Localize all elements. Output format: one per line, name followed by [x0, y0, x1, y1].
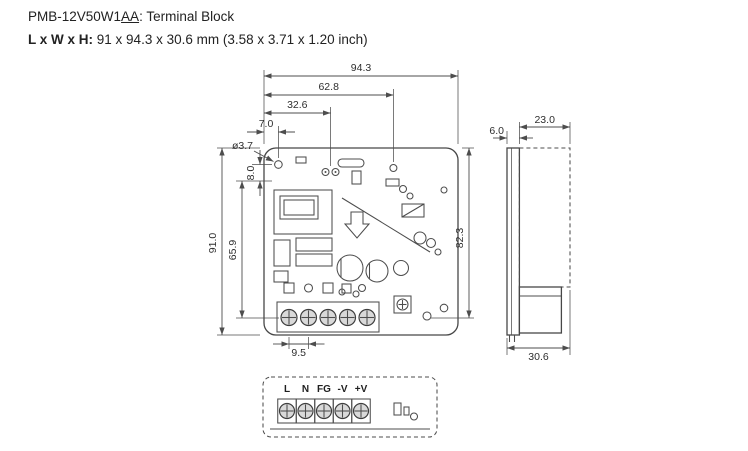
dim-label-23-0: 23.0: [534, 114, 555, 126]
indicator-component: [393, 402, 402, 416]
capacitor-rect: [273, 239, 291, 267]
pad-dot: [324, 171, 327, 173]
terminal-block-body: [276, 301, 380, 333]
component-block: [295, 237, 333, 252]
component-small-rect: [322, 282, 334, 294]
transformer-body: [273, 189, 333, 235]
terminal-screw: [315, 402, 333, 420]
component-rect: [385, 178, 400, 187]
mounting-hole-top-right: [389, 163, 398, 173]
dim-label-82-3: 82.3: [454, 228, 466, 249]
potentiometer-dial: [396, 298, 409, 311]
side-view-dimensions: 6.0 23.0 30.6: [489, 114, 571, 363]
component-pad: [331, 167, 340, 177]
header: PMB-12V50W1AA: Terminal Block L x W x H:…: [28, 9, 368, 47]
hole-diameter-label: ø3.7: [232, 140, 253, 152]
model-number: PMB-12V50W1: [28, 9, 122, 24]
title-suffix: : Terminal Block: [139, 9, 235, 24]
component-round: [398, 184, 408, 194]
side-view: [506, 147, 571, 342]
capacitor-medium: [392, 259, 410, 277]
pad-dot: [334, 171, 337, 173]
terminal-detail-view: L N FG -V +V: [262, 376, 438, 438]
capacitor-large: [336, 254, 364, 282]
terminal-screw: [278, 402, 296, 420]
terminal-screw: [280, 308, 298, 327]
product-title: PMB-12V50W1AA: Terminal Block: [28, 9, 368, 24]
terminal-label-minusV: -V: [338, 384, 348, 395]
component-block: [295, 253, 333, 267]
component-round: [303, 283, 314, 293]
terminal-screw: [297, 402, 314, 420]
vent-slot: [337, 158, 365, 168]
size-label: L x W x H:: [28, 32, 94, 47]
terminal-label-FG: FG: [317, 384, 331, 395]
component-small-rect: [341, 283, 352, 294]
component-round: [357, 283, 367, 293]
jumper-wire: [341, 197, 431, 253]
component-small-block: [273, 270, 289, 283]
component-small-rect: [283, 282, 295, 294]
terminal-housing: [351, 398, 371, 424]
hole-right-edge: [440, 186, 448, 194]
transformer-window: [279, 195, 319, 220]
dim-label-depth: 30.6: [528, 351, 549, 363]
capacitor-large: [365, 259, 389, 283]
indicator-component: [403, 406, 410, 416]
leader-line-hole: [253, 150, 274, 162]
detail-boundary-dashed: [262, 376, 438, 438]
indicator-led: [409, 412, 419, 421]
model-number-underlined: AA: [121, 9, 140, 24]
component-round: [422, 311, 432, 321]
terminal-screw: [299, 308, 318, 327]
dimensions-line: L x W x H: 91 x 94.3 x 30.6 mm (3.58 x 3…: [28, 32, 368, 47]
mounting-hole-top-left: [274, 160, 283, 169]
component-small-rect: [295, 156, 307, 164]
pcb-edge: [506, 147, 521, 336]
label-rect: [401, 203, 425, 218]
front-view: [263, 147, 459, 336]
dim-label-8-0: 8.0: [245, 166, 257, 181]
terminal-block-profile: [518, 286, 563, 334]
component-rect: [351, 170, 362, 185]
dim-label-6-0: 6.0: [489, 125, 504, 137]
airflow-arrow: [343, 211, 371, 239]
component-round: [406, 192, 414, 200]
size-value: 91 x 94.3 x 30.6 mm (3.58 x 3.71 x 1.20 …: [96, 32, 368, 47]
component-envelope-dashed: [518, 147, 571, 288]
terminal-screw: [338, 308, 357, 327]
transformer-window-inner: [283, 199, 315, 216]
front-view-dimensions: 94.3 62.8 32.6 7.0 ø3.7 8.0 65.9 91.0 82…: [207, 62, 474, 359]
dim-label-32-6: 32.6: [287, 99, 308, 111]
label-diagonal: [401, 203, 425, 218]
terminal-label-plusV: +V: [355, 384, 368, 395]
capacitor-small: [434, 248, 442, 256]
capacitor-small: [425, 237, 437, 249]
component-round: [352, 290, 360, 298]
dim-label-62-8: 62.8: [318, 81, 339, 93]
terminal-label-L: L: [284, 384, 290, 395]
component-pad: [321, 167, 330, 177]
potentiometer-body: [393, 295, 412, 314]
terminal-screw: [352, 402, 370, 420]
terminal-label-N: N: [302, 384, 309, 395]
dim-label-height: 91.0: [207, 233, 219, 254]
mounting-hole-bottom-right: [439, 303, 449, 313]
terminal-screw: [319, 308, 337, 327]
capacitor-small: [413, 231, 427, 245]
dim-label-width: 94.3: [351, 62, 372, 74]
dim-label-7-0: 7.0: [259, 118, 274, 130]
dim-label-65-9: 65.9: [227, 240, 239, 261]
dim-label-9-5: 9.5: [291, 347, 306, 359]
terminal-screw: [358, 308, 376, 327]
terminal-screw: [334, 402, 351, 420]
